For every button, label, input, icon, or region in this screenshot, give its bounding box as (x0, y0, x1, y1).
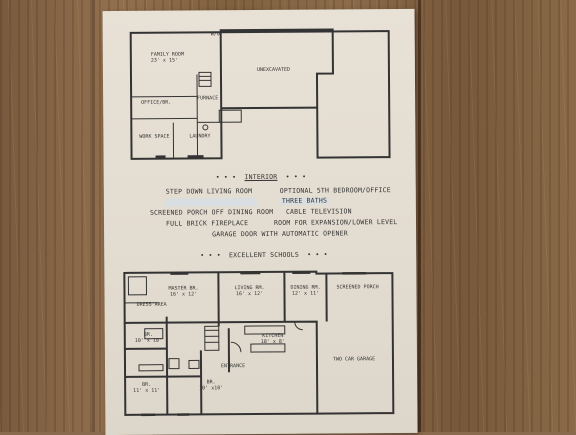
interior-heading: • • • INTERIOR • • • (216, 174, 307, 181)
br-2-label: BR.11' x 11' (133, 383, 160, 394)
wood-plank-seam (418, 0, 421, 432)
feature-fireplace: FULL BRICK FIREPLACE (166, 220, 248, 227)
unexcavated-label: UNEXCAVATED (257, 68, 290, 74)
dress-area-label: DRESS AREA (137, 303, 167, 309)
work-space-label: WORK SPACE (139, 135, 169, 141)
wo-label: W/O (211, 32, 220, 38)
screened-porch-label: SCREENED PORCH (336, 285, 378, 291)
dining-rm-label: DINING RM.12' x 11' (290, 286, 320, 297)
feature-optional-5th: OPTIONAL 5TH BEDROOM/OFFICE (280, 187, 391, 194)
highlight-smudge (166, 198, 258, 207)
schools-line: • • • EXCELLENT SCHOOLS • • • (200, 252, 328, 259)
feature-garage-door: GARAGE DOOR WITH AUTOMATIC OPENER (212, 230, 348, 237)
wood-plank-seam (92, 0, 95, 432)
feature-step-down: STEP DOWN LIVING ROOM (166, 188, 252, 195)
furnace-label: FURNACE (197, 96, 218, 102)
two-car-garage-label: TWO CAR GARAGE (333, 357, 375, 363)
entrance-label: ENTRANCE (221, 364, 245, 370)
living-rm-label: LIVING RM.16' x 12' (234, 286, 264, 297)
feature-screened-porch: SCREENED PORCH OFF DINING ROOM (150, 209, 273, 216)
office-label: OFFICE/BR. (141, 101, 171, 107)
feature-three-baths: THREE BATHS (280, 198, 329, 205)
br-3-label: BR.10' x10' (199, 380, 223, 391)
master-br-label: MASTER BR.16' x 12' (168, 286, 198, 297)
feature-cable-tv: CABLE TELEVISION (286, 208, 352, 215)
feature-expansion: ROOM FOR EXPANSION/LOWER LEVEL (274, 219, 397, 226)
laundry-label: LAUNDRY (189, 134, 210, 140)
br-1-label: BR.10' x 10' (135, 333, 162, 344)
